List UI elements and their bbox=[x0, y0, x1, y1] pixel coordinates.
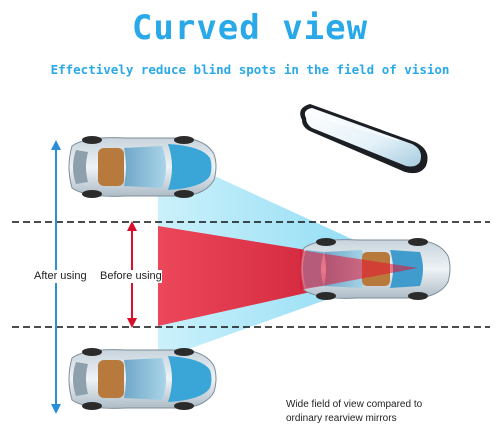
bottom-car bbox=[68, 348, 217, 410]
page-title: Curved view bbox=[131, 8, 369, 48]
after-using-label: After using bbox=[34, 270, 87, 283]
caption-text: Wide field of view compared to ordinary … bbox=[286, 399, 423, 424]
rearview-mirror-product bbox=[300, 104, 428, 174]
narrow-view-cone bbox=[158, 226, 418, 326]
narrow-view-overlay bbox=[300, 250, 418, 290]
top-car bbox=[68, 136, 217, 198]
page-subtitle: Effectively reduce blind spots in the fi… bbox=[50, 62, 450, 77]
before-using-label: Before using bbox=[100, 270, 162, 283]
